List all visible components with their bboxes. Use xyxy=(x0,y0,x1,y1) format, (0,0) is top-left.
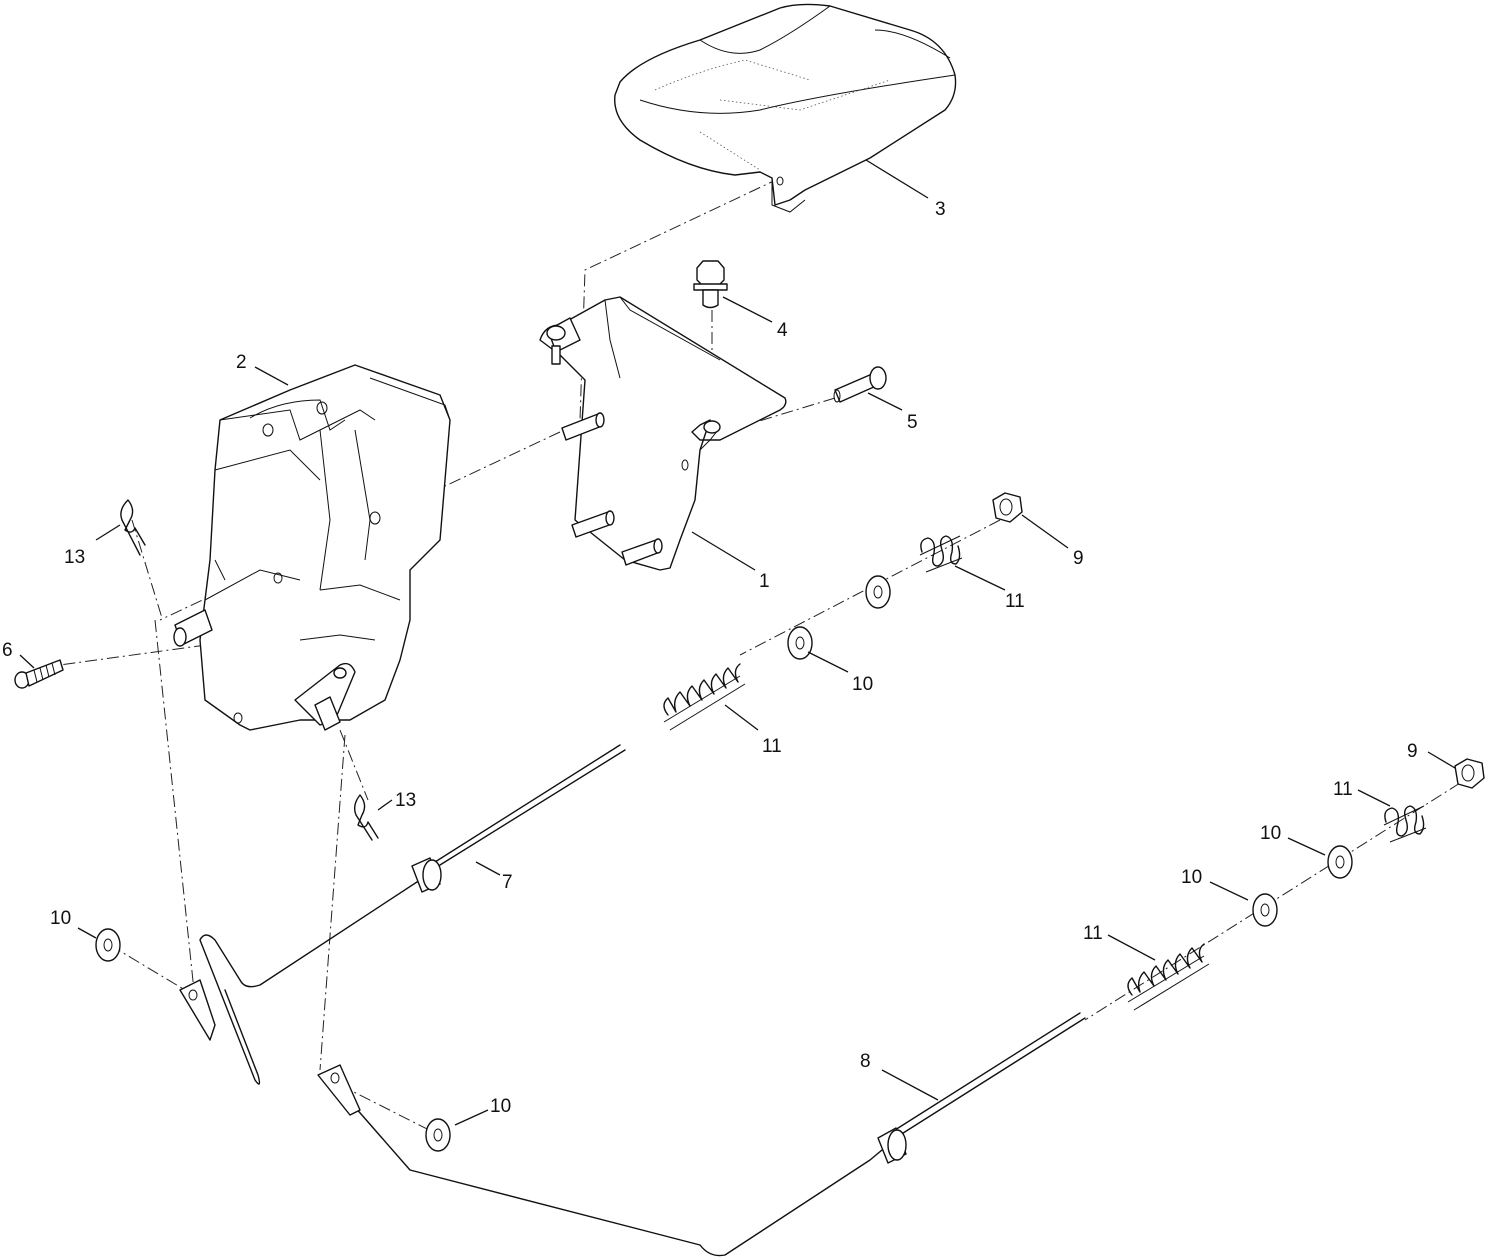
part-10-washer-d xyxy=(425,1118,451,1152)
part-5-pin xyxy=(833,366,887,403)
callout-8: 8 xyxy=(860,1051,871,1072)
callout-13-lower: 13 xyxy=(395,790,416,811)
part-13-hairpin-upper xyxy=(120,499,146,556)
leader-lines xyxy=(19,159,1456,1126)
part-2-actuator xyxy=(173,364,451,731)
callout-11-upper-short: 11 xyxy=(1005,591,1025,612)
part-9-nut-upper xyxy=(992,492,1023,523)
callout-10-left: 10 xyxy=(50,908,71,929)
callout-9-lower: 9 xyxy=(1407,741,1418,762)
part-7-rod xyxy=(179,744,626,1085)
callout-labels: 3 4 2 5 1 9 11 13 6 10 11 13 7 10 10 8 9… xyxy=(2,199,1418,1117)
callout-7: 7 xyxy=(502,872,513,893)
part-13-hairpin-lower xyxy=(353,794,379,841)
part-10-washer-f xyxy=(1252,893,1278,927)
part-11-spring-short-upper xyxy=(919,535,963,573)
callout-11-lower-short: 11 xyxy=(1333,779,1353,800)
callout-1: 1 xyxy=(759,571,770,592)
callout-2: 2 xyxy=(236,352,247,373)
callout-10-upper: 10 xyxy=(852,674,873,695)
callout-10-bottom: 10 xyxy=(490,1096,511,1117)
part-8-rod xyxy=(317,1012,1086,1257)
part-3-cover xyxy=(614,3,957,213)
callout-10-lower-b: 10 xyxy=(1181,867,1202,888)
callout-13-upper: 13 xyxy=(64,547,85,568)
part-10-washer-a xyxy=(865,575,891,609)
callout-4: 4 xyxy=(777,320,788,341)
callout-11-upper-long: 11 xyxy=(762,736,782,757)
callout-3: 3 xyxy=(935,199,946,220)
callout-11-lower-long: 11 xyxy=(1083,923,1103,944)
part-10-washer-e xyxy=(1327,845,1353,879)
part-10-washer-c xyxy=(95,928,121,962)
part-6-screw xyxy=(14,659,64,689)
callout-9-upper: 9 xyxy=(1073,548,1084,569)
part-9-nut-lower xyxy=(1454,758,1485,789)
callout-5: 5 xyxy=(907,412,918,433)
part-11-spring-long-lower xyxy=(1127,943,1210,1011)
part-11-spring-long-upper xyxy=(663,663,746,731)
part-1-bracket xyxy=(539,296,787,571)
callout-6: 6 xyxy=(2,640,13,661)
part-11-spring-short-lower xyxy=(1383,805,1427,843)
part-10-washer-b xyxy=(787,626,813,660)
part-4-bolt xyxy=(693,260,728,309)
callout-10-lower-a: 10 xyxy=(1260,823,1281,844)
